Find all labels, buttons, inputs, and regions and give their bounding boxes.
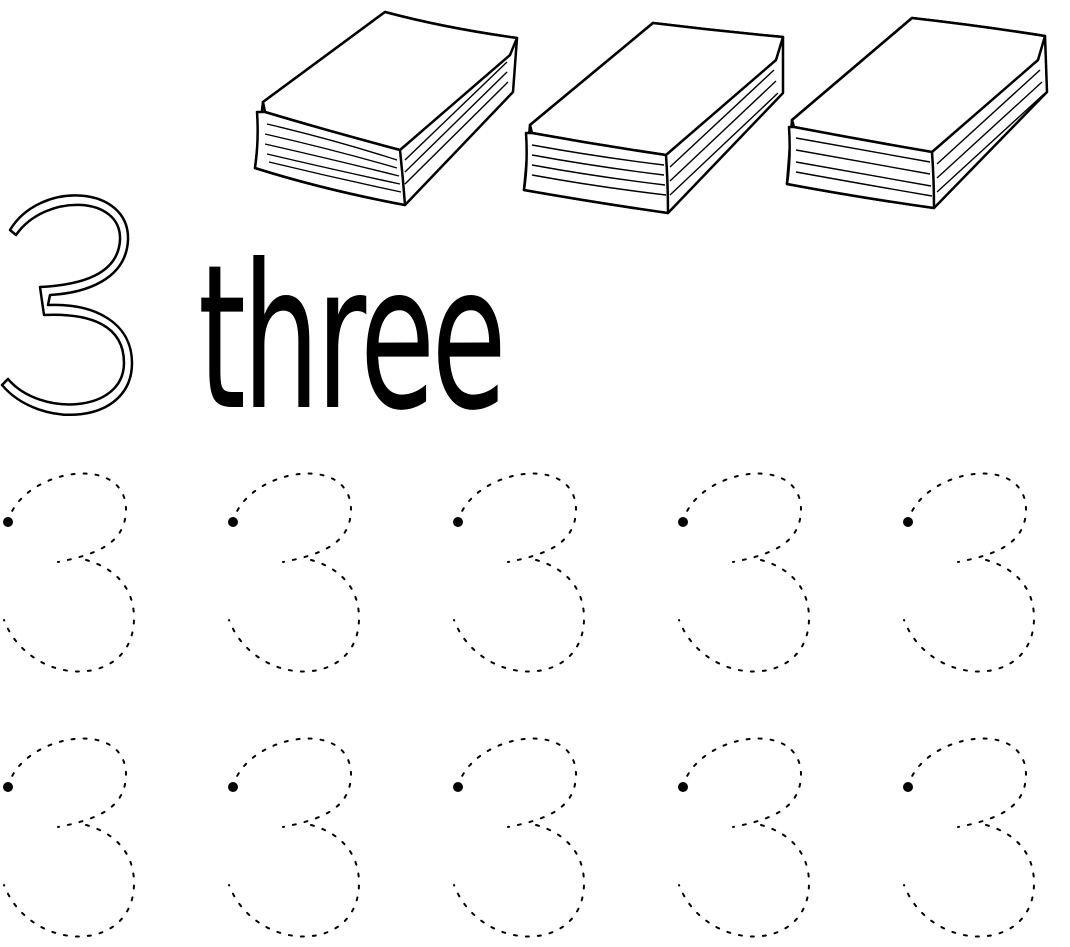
dotted-path	[3, 472, 136, 673]
dotted-path	[903, 737, 1036, 938]
book-icon	[253, 10, 519, 207]
number-word-text: three	[198, 225, 503, 420]
books-illustration	[240, 0, 1060, 220]
tracing-digit[interactable]	[675, 715, 820, 945]
outline-digit-three	[0, 194, 134, 416]
start-dot	[903, 782, 913, 792]
dotted-path	[678, 737, 811, 938]
dotted-path	[678, 472, 811, 673]
number-word: three	[198, 225, 509, 420]
start-dot	[678, 782, 688, 792]
tracing-digit[interactable]	[900, 715, 1045, 945]
tracing-digit[interactable]	[450, 715, 595, 945]
dotted-path	[903, 472, 1036, 673]
book-icon	[785, 16, 1049, 210]
start-dot	[678, 517, 688, 527]
start-dot	[453, 517, 463, 527]
dotted-path	[228, 472, 361, 673]
tracing-digit[interactable]	[450, 450, 595, 680]
start-dot	[3, 517, 13, 527]
tracing-digit[interactable]	[900, 450, 1045, 680]
start-dot	[903, 517, 913, 527]
tracing-digit[interactable]	[675, 450, 820, 680]
dotted-path	[228, 737, 361, 938]
start-dot	[228, 517, 238, 527]
tracing-practice-grid	[0, 450, 1070, 947]
book-icon	[522, 21, 785, 215]
tracing-digit[interactable]	[225, 450, 370, 680]
dotted-path	[453, 737, 586, 938]
tracing-digit[interactable]	[225, 715, 370, 945]
dotted-path	[3, 737, 136, 938]
start-dot	[3, 782, 13, 792]
tracing-digit[interactable]	[0, 450, 145, 680]
start-dot	[453, 782, 463, 792]
dotted-path	[453, 472, 586, 673]
start-dot	[228, 782, 238, 792]
tracing-digit[interactable]	[0, 715, 145, 945]
